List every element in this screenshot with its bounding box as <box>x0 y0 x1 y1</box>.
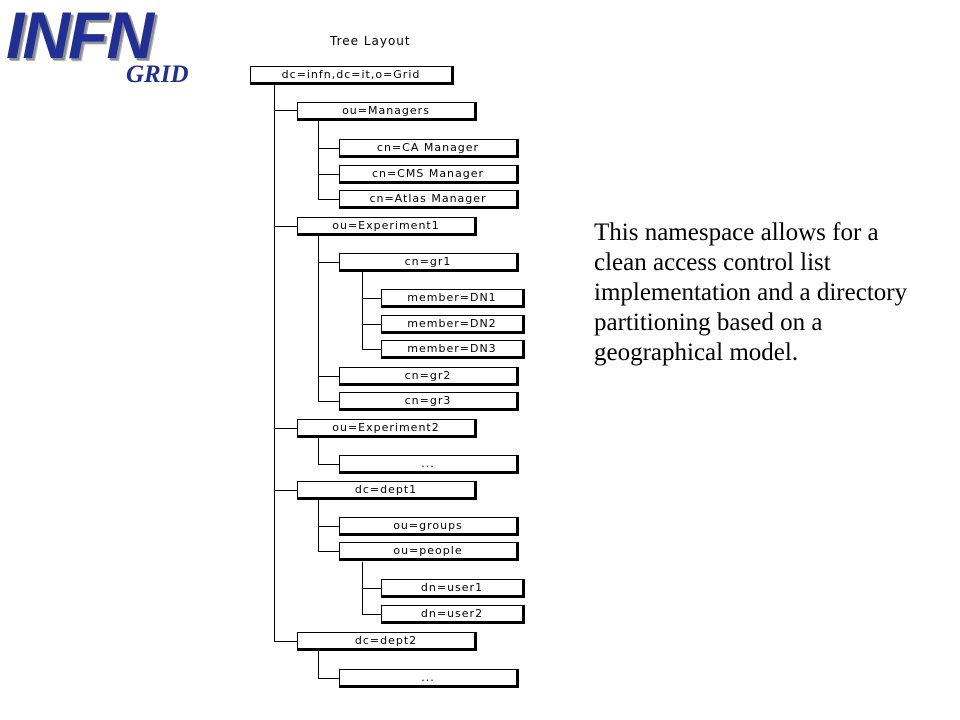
tree-node-managers: ou=Managers <box>297 102 477 121</box>
tree-node-dept2-more: ... <box>339 669 519 688</box>
grid-logo-text: GRID <box>126 61 189 88</box>
tree-node-experiment1: ou=Experiment1 <box>297 217 477 236</box>
connector-line <box>274 226 298 227</box>
connector-line <box>318 551 340 552</box>
tree-node-atlas-manager: cn=Atlas Manager <box>339 190 519 209</box>
namespace-description: This namespace allows for a clean access… <box>594 219 908 366</box>
tree-node-root: dc=infn,dc=it,o=Grid <box>250 66 454 85</box>
tree-node-gr3: cn=gr3 <box>339 392 519 411</box>
tree-node-user2: dn=user2 <box>381 605 525 624</box>
tree-node-ca-manager: cn=CA Manager <box>339 139 519 158</box>
connector-line <box>318 236 319 402</box>
tree-node-groups: ou=groups <box>339 517 519 536</box>
connector-line <box>318 174 340 175</box>
tree-title: Tree Layout <box>330 34 411 48</box>
tree-node-people: ou=people <box>339 542 519 561</box>
connector-line <box>318 678 340 679</box>
connector-line <box>274 84 275 642</box>
connector-line <box>318 262 340 263</box>
connector-line <box>274 428 298 429</box>
infn-logo-text: INFN <box>6 0 154 72</box>
connector-line <box>318 438 319 465</box>
tree-node-cms-manager: cn=CMS Manager <box>339 165 519 184</box>
tree-node-member-dn2: member=DN2 <box>381 315 525 334</box>
connector-line <box>362 614 382 615</box>
tree-node-user1: dn=user1 <box>381 579 525 598</box>
tree-node-dept1: dc=dept1 <box>297 481 477 500</box>
connector-line <box>362 298 382 299</box>
connector-line <box>274 490 298 491</box>
connector-line <box>318 120 319 200</box>
connector-line <box>274 641 298 642</box>
connector-line <box>318 651 319 679</box>
tree-node-experiment2-more: ... <box>339 455 519 474</box>
connector-line <box>318 526 340 527</box>
tree-node-member-dn1: member=DN1 <box>381 289 525 308</box>
connector-line <box>318 376 340 377</box>
connector-line <box>274 110 298 111</box>
connector-line <box>318 199 340 200</box>
connector-line <box>362 588 382 589</box>
tree-node-member-dn3: member=DN3 <box>381 340 525 359</box>
connector-line <box>318 464 340 465</box>
connector-line <box>318 148 340 149</box>
tree-node-experiment2: ou=Experiment2 <box>297 419 477 438</box>
connector-line <box>362 349 382 350</box>
tree-node-gr2: cn=gr2 <box>339 367 519 386</box>
connector-line <box>362 272 363 350</box>
tree-node-gr1: cn=gr1 <box>339 253 519 272</box>
connector-line <box>318 401 340 402</box>
connector-line <box>362 324 382 325</box>
tree-node-dept2: dc=dept2 <box>297 632 477 651</box>
